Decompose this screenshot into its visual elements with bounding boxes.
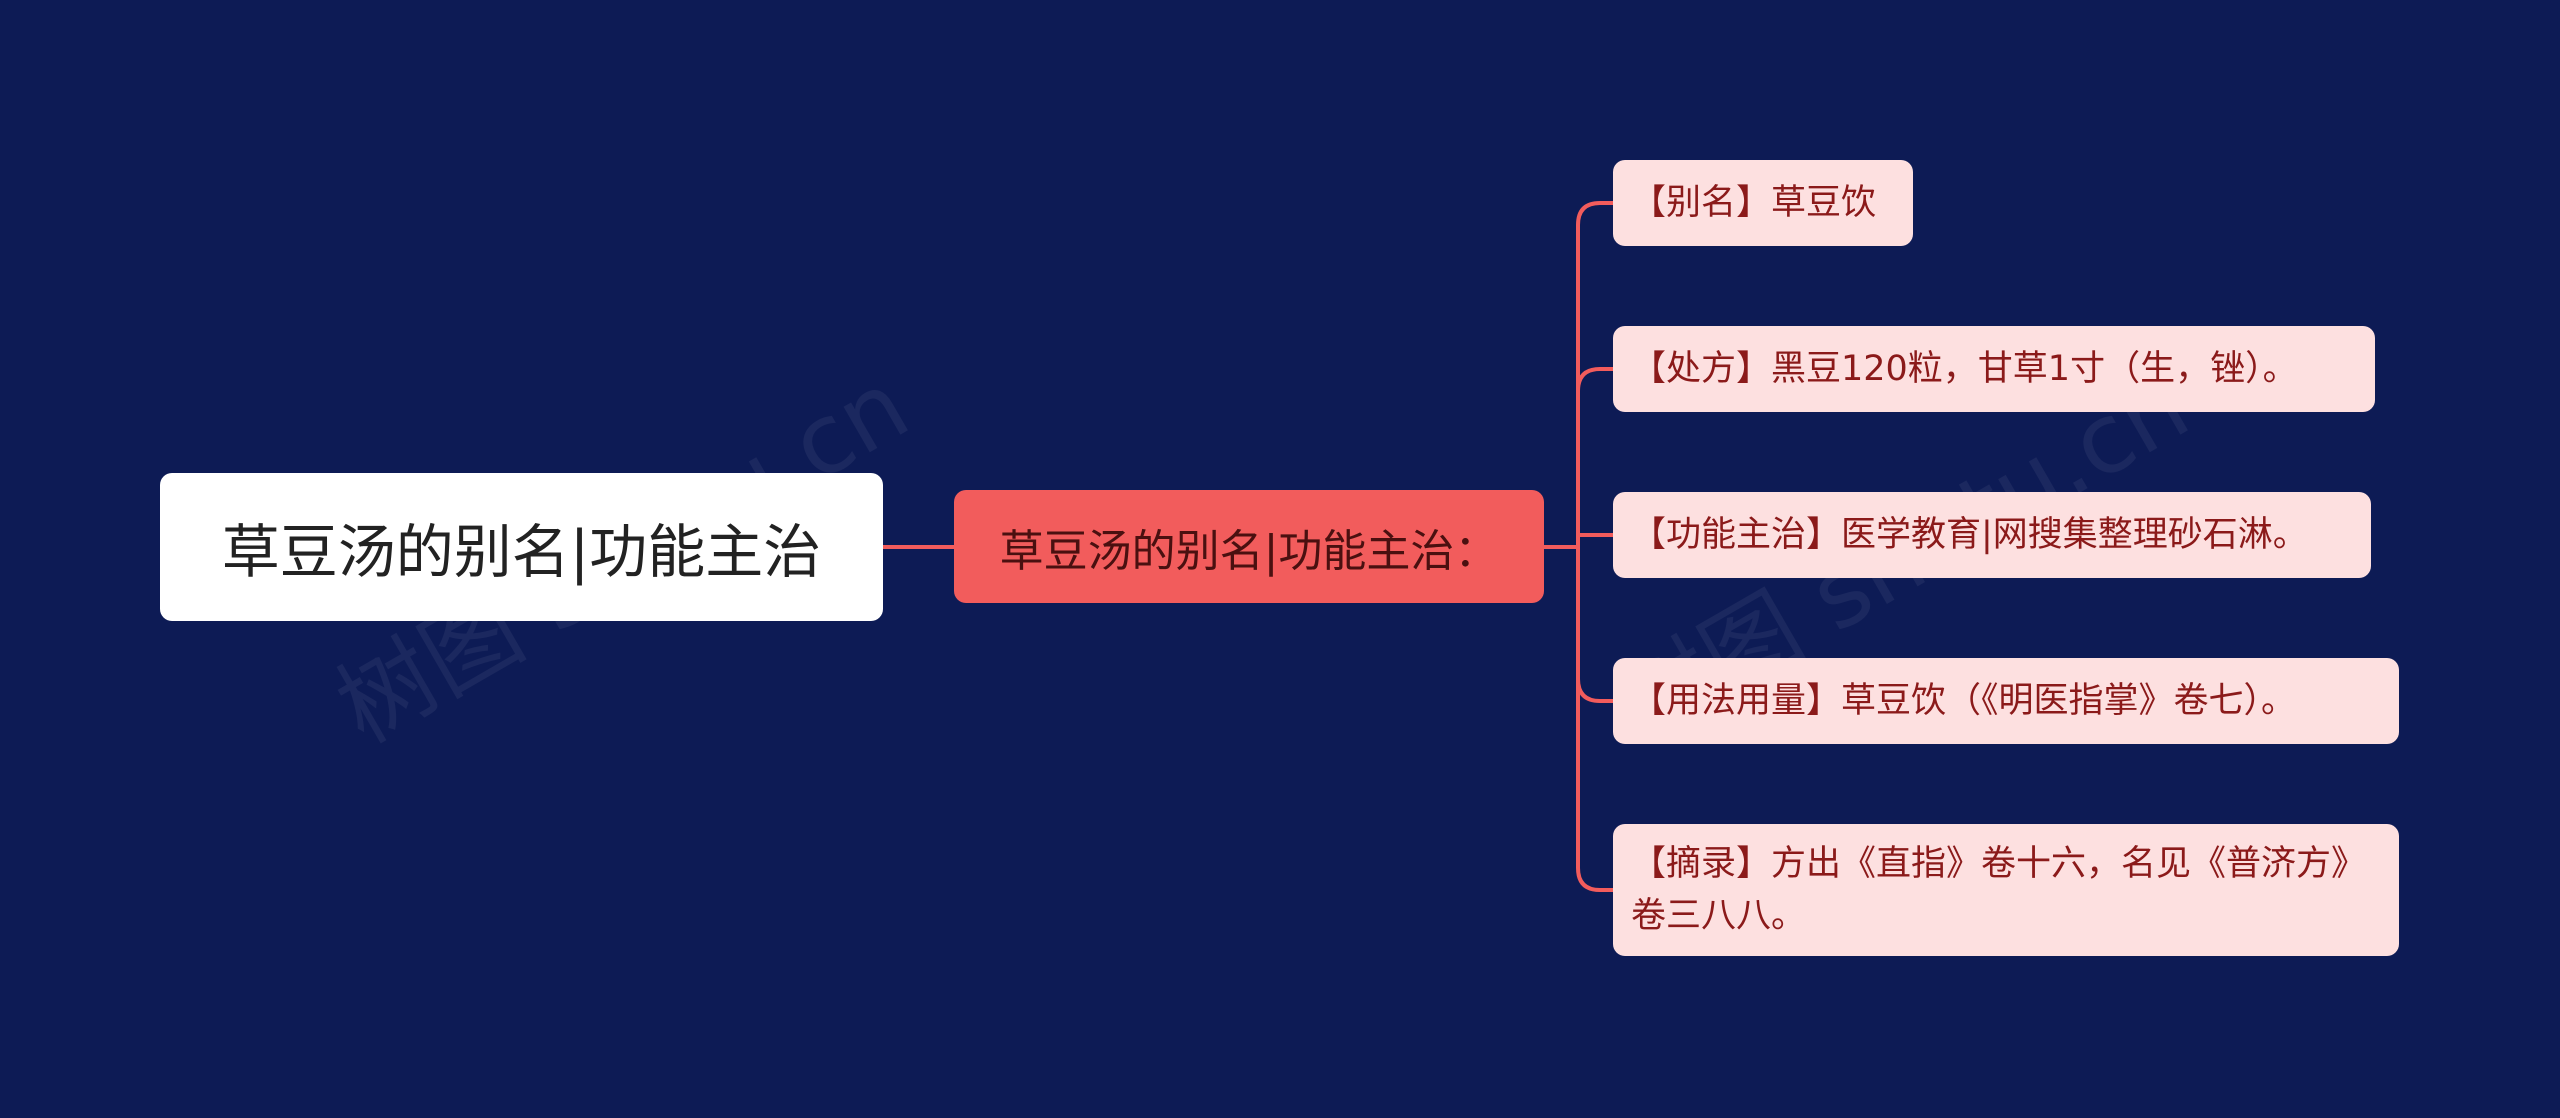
- connector-branch-4: [1576, 547, 1613, 892]
- leaf-node-label: 【别名】草豆饮: [1631, 183, 1877, 223]
- leaf-node-label: 【功能主治】医学教育|网搜集整理砂石淋。: [1631, 515, 2308, 555]
- leaf-node-label: 【用法用量】草豆饮（《明医指掌》卷七）。: [1631, 681, 2297, 721]
- connector-branch-3: [1576, 678, 1613, 703]
- leaf-node-dosage[interactable]: 【用法用量】草豆饮（《明医指掌》卷七）。: [1613, 658, 2399, 744]
- connector-branch-0: [1576, 201, 1613, 547]
- leaf-node-label: 【摘录】方出《直指》卷十六，名见《普济方》卷三八八。: [1631, 844, 2367, 936]
- leaf-node-excerpt[interactable]: 【摘录】方出《直指》卷十六，名见《普济方》卷三八八。: [1613, 824, 2399, 956]
- leaf-node-indications[interactable]: 【功能主治】医学教育|网搜集整理砂石淋。: [1613, 492, 2371, 578]
- connector-branch-1: [1576, 367, 1613, 392]
- leaf-node-label: 【处方】黑豆120粒，甘草1寸（生，锉）。: [1631, 349, 2298, 389]
- leaf-node-alias[interactable]: 【别名】草豆饮: [1613, 160, 1913, 246]
- hub-node-label: 草豆汤的别名|功能主治：: [999, 525, 1499, 577]
- root-node-label: 草豆汤的别名|功能主治: [221, 518, 822, 586]
- hub-node[interactable]: 草豆汤的别名|功能主治：: [954, 490, 1544, 603]
- leaf-node-prescription[interactable]: 【处方】黑豆120粒，甘草1寸（生，锉）。: [1613, 326, 2375, 412]
- root-node[interactable]: 草豆汤的别名|功能主治: [160, 473, 883, 621]
